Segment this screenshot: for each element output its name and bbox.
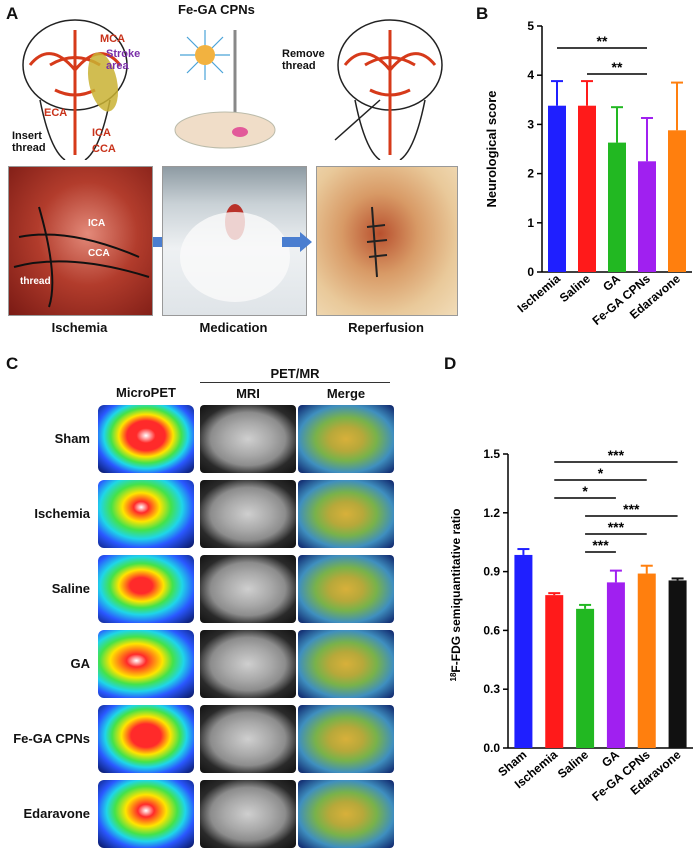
mri-image [200, 780, 296, 848]
bar [637, 573, 656, 748]
bar [668, 130, 686, 272]
mri-image [200, 405, 296, 473]
y-axis-label: Neurological score [484, 90, 499, 207]
panel-c-label: C [6, 354, 19, 373]
y-tick-label: 4 [527, 68, 534, 82]
y-tick-label: 1.2 [483, 506, 500, 520]
x-tick-label: Ischemia [515, 271, 564, 315]
nanoparticle-injection-icon [174, 30, 276, 149]
fe-ga-cpns-title: Fe-GA CPNs [178, 2, 255, 17]
photo-cca-label: CCA [88, 248, 110, 259]
y-tick-label: 2 [527, 167, 534, 181]
merge-image [298, 780, 394, 848]
reperfusion-photo [316, 166, 458, 316]
y-tick-label: 0 [527, 265, 534, 279]
bar [668, 580, 687, 748]
significance-label: *** [592, 537, 609, 553]
row-label-fe-ga-cpns: Fe-GA CPNs [13, 731, 90, 746]
y-axis-label-sup: 18 [449, 672, 458, 681]
micropet-image [98, 630, 194, 698]
y-tick-label: 5 [527, 19, 534, 33]
row-label-ga: GA [70, 656, 91, 671]
y-tick-label: 0.9 [483, 565, 500, 579]
photo-thread-label: thread [20, 276, 51, 287]
ischemia-surgery-photo [8, 166, 153, 316]
micropet-image [98, 405, 194, 473]
merge-image [298, 480, 394, 548]
bar [608, 142, 626, 272]
y-axis-label-rest: F-FDG semiquantitative ratio [449, 509, 463, 673]
insert-thread-label: Insert thread [12, 130, 46, 154]
bar [545, 595, 564, 748]
y-tick-label: 3 [527, 117, 534, 131]
micropet-image [98, 555, 194, 623]
y-axis-label: 18F-FDG semiquantitative ratio [449, 509, 464, 682]
row-label-ischemia: Ischemia [34, 506, 90, 521]
step-reperfusion-label: Reperfusion [348, 320, 424, 335]
y-tick-label: 1.5 [483, 447, 500, 461]
x-tick-label: GA [600, 271, 623, 294]
mri-header: MRI [236, 386, 260, 401]
x-tick-label: Saline [557, 271, 593, 305]
merge-image [298, 630, 394, 698]
merge-image [298, 405, 394, 473]
cca-label: CCA [92, 143, 116, 155]
bar [514, 554, 533, 748]
mri-image [200, 555, 296, 623]
remove-thread-label: Remove thread [282, 48, 325, 72]
significance-label: * [598, 465, 604, 481]
panel-a-label: A [6, 4, 19, 23]
stroke-area-label: Stroke area [106, 48, 141, 72]
significance-label: ** [597, 33, 608, 49]
petmr-divider [200, 382, 390, 383]
x-tick-label: GA [599, 747, 622, 770]
significance-label: * [582, 483, 588, 499]
arrow-right-icon [282, 232, 312, 252]
mri-image [200, 480, 296, 548]
significance-label: ** [612, 59, 623, 75]
significance-label: *** [623, 501, 640, 517]
merge-header: Merge [326, 386, 366, 401]
merge-image [298, 705, 394, 773]
ica-label: ICA [92, 127, 111, 139]
panel-b-label: B [476, 4, 489, 23]
petmr-header: PET/MR [270, 366, 320, 381]
y-tick-label: 0.3 [483, 682, 500, 696]
row-label-edaravone: Edaravone [23, 806, 90, 821]
row-label-sham: Sham [54, 431, 90, 446]
step-medication-label: Medication [199, 320, 268, 335]
bar [576, 608, 595, 748]
bar [548, 105, 566, 272]
bar [606, 582, 625, 748]
panel-d-label: D [444, 354, 457, 373]
y-tick-label: 1 [527, 216, 534, 230]
micropet-header: MicroPET [116, 385, 176, 400]
merge-image [298, 555, 394, 623]
mri-image [200, 630, 296, 698]
rat-brain-schematic-insert [22, 19, 128, 160]
significance-label: *** [608, 447, 625, 463]
micropet-image [98, 480, 194, 548]
bar [638, 161, 656, 272]
mca-label: MCA [100, 33, 126, 45]
micropet-image [98, 780, 194, 848]
mri-image [200, 705, 296, 773]
significance-label: *** [608, 519, 625, 535]
bar [578, 105, 596, 272]
micropet-image [98, 705, 194, 773]
rat-brain-schematic-remove [334, 19, 443, 160]
y-tick-label: 0.6 [483, 623, 500, 637]
step-ischemia-label: Ischemia [51, 320, 108, 335]
y-tick-label: 0.0 [483, 741, 500, 755]
photo-ica-label: ICA [88, 218, 106, 229]
eca-label: ECA [44, 107, 68, 119]
x-tick-label: Saline [555, 747, 591, 781]
row-label-saline: Saline [51, 581, 90, 596]
